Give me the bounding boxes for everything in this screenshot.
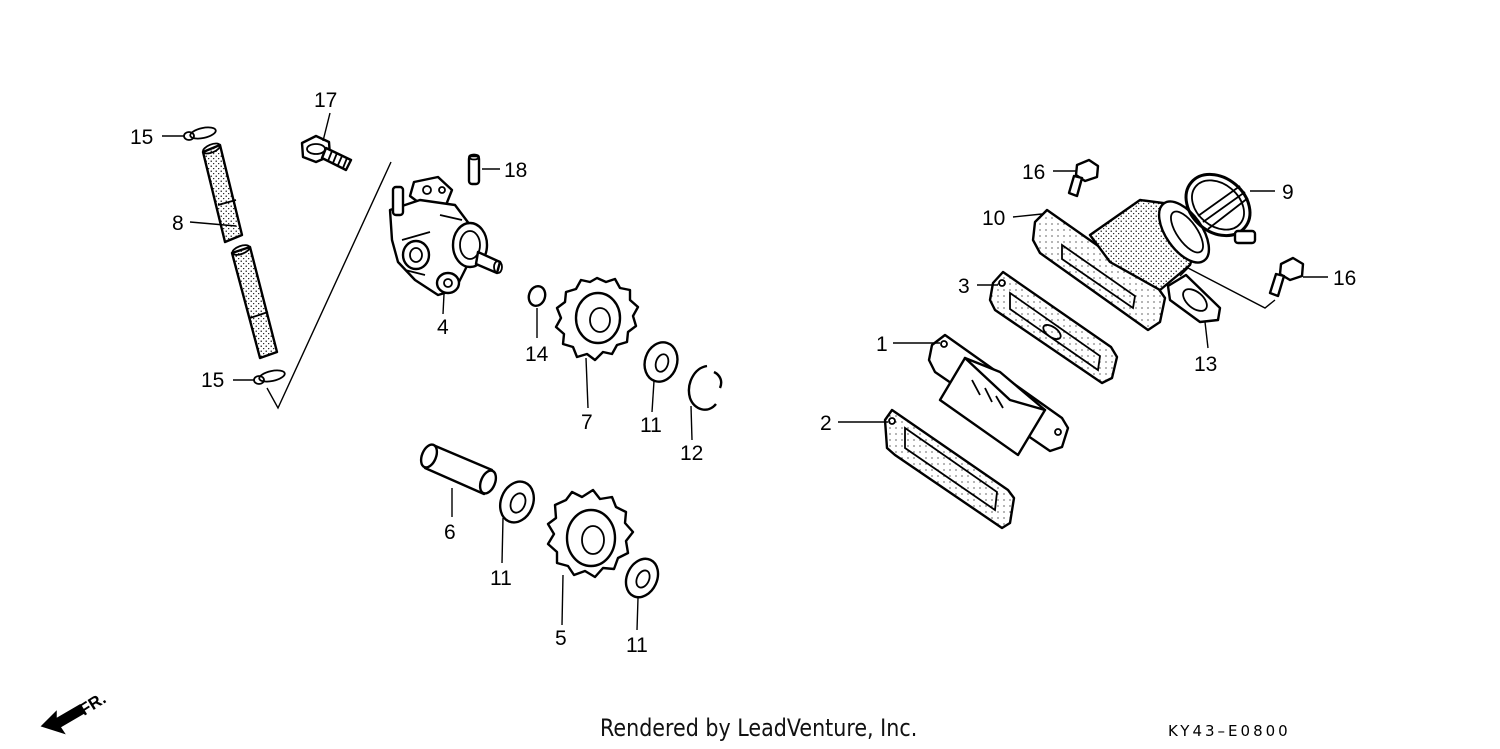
washer-11-upper: [643, 341, 679, 383]
callout-10: 10: [982, 207, 1005, 230]
callout-18: 18: [504, 159, 527, 182]
leader-lines: [162, 112, 1328, 631]
bolt-16-lower: [1268, 256, 1305, 298]
diagram-code: KY43–E0800: [1168, 722, 1291, 740]
callout-11-upper: 11: [640, 414, 662, 437]
callout-15-lower: 15: [201, 369, 224, 392]
callout-1: 1: [876, 333, 888, 356]
callout-11-middle: 11: [490, 567, 512, 590]
render-credit: Rendered by LeadVenture, Inc.: [600, 714, 918, 742]
hose-8-lower: [230, 244, 279, 360]
circlip-12: [687, 364, 723, 411]
shaft-6: [419, 443, 498, 496]
gasket-2: [883, 408, 1016, 530]
callout-11-lower: 11: [626, 634, 648, 657]
front-direction-arrow-icon: FR.: [40, 689, 109, 735]
hose-band-9: [1184, 172, 1257, 245]
intake-manifold-10: [1031, 198, 1211, 332]
callout-16-lower: 16: [1333, 267, 1356, 290]
callout-8: 8: [172, 212, 184, 235]
clip-15-upper: [183, 126, 217, 141]
bracket-assembly-line: [1179, 267, 1276, 309]
gasket-3: [988, 270, 1119, 385]
callout-9: 9: [1282, 181, 1294, 204]
reed-valve-1: [927, 333, 1070, 457]
callout-3: 3: [958, 275, 970, 298]
washer-11-middle: [499, 480, 535, 524]
callout-7: 7: [581, 411, 593, 434]
callout-12: 12: [680, 442, 703, 465]
callout-6: 6: [444, 521, 456, 544]
callout-14: 14: [525, 343, 549, 366]
bracket-13: [1166, 273, 1222, 324]
callout-16-upper: 16: [1022, 161, 1045, 184]
pin-18: [467, 153, 481, 186]
callout-17: 17: [314, 89, 337, 112]
hose-8-upper: [201, 142, 244, 244]
washer-11-lower: [624, 557, 660, 599]
gear-7: [554, 276, 640, 362]
clip-15-lower: [253, 369, 286, 385]
bolt-16-upper: [1067, 158, 1100, 198]
washer-14: [527, 284, 547, 308]
callout-2: 2: [820, 412, 832, 435]
callout-4: 4: [437, 316, 449, 339]
callout-13: 13: [1194, 353, 1217, 376]
callout-5: 5: [555, 627, 567, 650]
hose-assembly-line: [266, 161, 392, 410]
callout-15-upper: 15: [130, 126, 153, 149]
bolt-17: [300, 134, 353, 172]
oil-pump-4: [388, 175, 503, 297]
gear-5: [546, 488, 635, 579]
